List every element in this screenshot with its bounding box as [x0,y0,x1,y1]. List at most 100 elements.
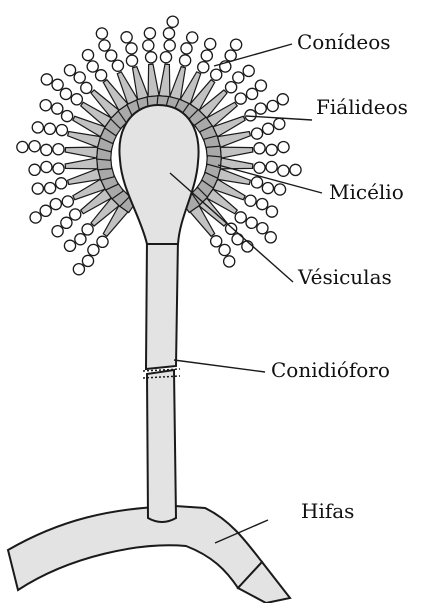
conidium [29,164,40,175]
conidium [226,82,237,93]
stalk-upper [146,238,178,369]
conidium [243,65,254,76]
conidium [82,224,93,235]
conidium [32,122,43,133]
conidium [64,240,75,251]
conidium [106,50,117,61]
conidium [201,50,212,61]
conidium [231,39,242,50]
leader-conidiophore [174,360,265,372]
conidium [187,32,198,43]
conidium [82,50,93,61]
hyphae [8,506,290,603]
conidium [32,183,43,194]
conidium [126,43,137,54]
conidium [290,164,301,175]
conidium [81,82,92,93]
conidium [112,60,123,71]
conidium [226,223,237,234]
conidium [52,79,63,90]
conidium [164,40,175,51]
conidium [160,52,171,63]
conidium [274,118,285,129]
conidium [62,111,73,122]
conidium [235,93,246,104]
conidium [97,236,108,247]
label-vesicle: Vésiculas [297,265,392,289]
hypha-main [8,506,262,590]
conidium [75,234,86,245]
conidium [263,123,274,134]
conidium [146,52,157,63]
conidium [266,206,277,217]
conidium [251,177,262,188]
conidium [53,163,64,174]
conidium [274,184,285,195]
conidium [266,161,277,172]
conidium [267,100,278,111]
conidium [17,141,28,152]
conidium [255,103,266,114]
conidium [50,199,61,210]
conidium [96,28,107,39]
phialide [220,147,253,158]
conidium [52,103,63,114]
conidium [245,110,256,121]
conidium [61,217,72,228]
conidium [246,217,257,228]
conidium [278,165,289,176]
conidium [255,80,266,91]
conidium [64,65,75,76]
conidium [277,94,288,105]
phialide [65,147,98,158]
conidium [219,244,230,255]
conidiophore-stalk [143,238,180,522]
conidium [56,178,67,189]
conidium [52,226,63,237]
conidium [257,199,268,210]
conidium [278,142,289,153]
label-phialides: Fiálideos [316,95,408,119]
conidium [73,264,84,275]
conidium [245,195,256,206]
conidium [163,28,174,39]
conidium [143,40,154,51]
conidium [233,72,244,83]
phialide [148,64,159,97]
conidium [41,144,52,155]
conidium [254,143,265,154]
conidium [257,223,268,234]
conidium [205,38,216,49]
label-mycelium: Micélio [329,180,404,204]
conidium [41,74,52,85]
conidium [40,205,51,216]
conidium [224,256,235,267]
conidium [266,144,277,155]
conidium [87,61,98,72]
conidium [251,128,262,139]
conidium [45,183,56,194]
conidium [88,244,99,255]
conidium [235,212,246,223]
conidium [121,32,132,43]
conidium [126,55,137,66]
conidium [181,43,192,54]
conidium [44,123,55,134]
conidium [53,144,64,155]
conidium [62,196,73,207]
conidium [70,209,81,220]
conidium [198,62,209,73]
conidium [29,141,40,152]
conidium [247,88,258,99]
conidium [167,16,178,27]
conidium [30,212,41,223]
conidium [41,161,52,172]
phialide [65,158,98,169]
conidium [56,125,67,136]
conidium [211,236,222,247]
conidium [82,255,93,266]
conidium [265,232,276,243]
conidium [232,234,243,245]
